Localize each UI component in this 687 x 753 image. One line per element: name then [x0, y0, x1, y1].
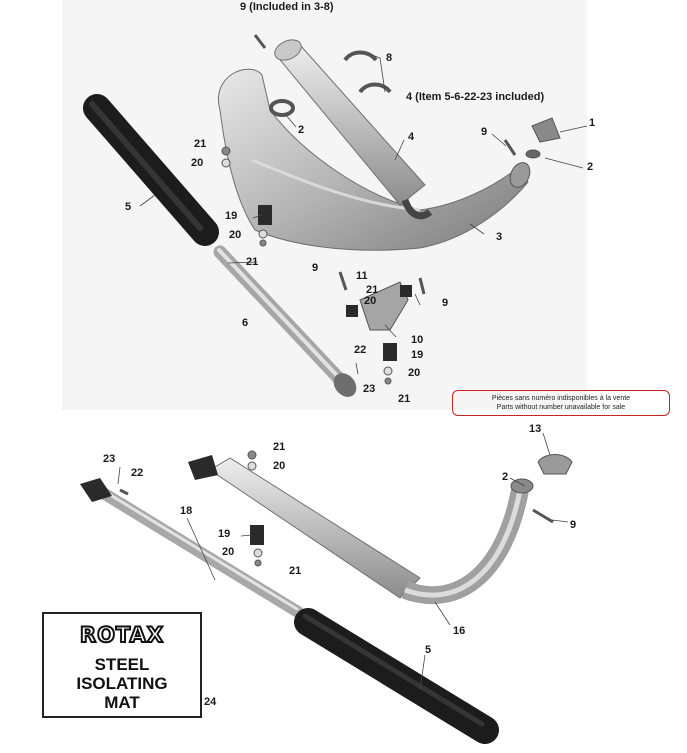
mat-line-2: ISOLATING — [76, 674, 168, 693]
callout-9-top: 9 (Included in 3-8) — [240, 1, 334, 13]
callout-19-b: 19 — [411, 349, 424, 361]
callout-24: 24 — [204, 696, 217, 708]
callout-9-a: 9 — [481, 126, 488, 138]
callout-20-c: 20 — [364, 295, 377, 307]
small-parts-upper — [221, 34, 561, 385]
callout-9-b: 9 — [312, 262, 319, 274]
callout-20-d: 20 — [408, 367, 421, 379]
callout-21-c: 21 — [366, 284, 379, 296]
unavailable-parts-note: Pièces sans numéro indisponibles à la ve… — [452, 390, 670, 416]
callout-8: 8 — [386, 52, 393, 64]
part-18-tailpipe-lower — [80, 478, 304, 618]
callout-2-b: 2 — [587, 161, 594, 173]
callout-21-d: 21 — [398, 393, 411, 405]
part-5-sleeve-upper — [83, 94, 219, 246]
callout-5-a: 5 — [125, 201, 132, 213]
callout-4-note: 4 (Item 5-6-22-23 included) — [406, 91, 545, 103]
part-24-isolating-mat-label: ROTAX STEEL ISOLATING MAT — [42, 612, 202, 718]
callout-5-b: 5 — [425, 644, 432, 656]
callout-2-a: 2 — [298, 124, 305, 136]
callout-2-c: 2 — [502, 471, 509, 483]
callout-20-f: 20 — [222, 546, 235, 558]
part-4-silencer-upper — [274, 39, 433, 220]
part-3-expansion-chamber — [217, 68, 531, 251]
callout-16: 16 — [453, 625, 466, 637]
callout-21-a: 21 — [194, 138, 207, 150]
callout-9-c: 9 — [442, 297, 449, 309]
callout-21-f: 21 — [289, 565, 302, 577]
callout-11: 11 — [356, 270, 368, 282]
callout-13: 13 — [529, 423, 542, 435]
callout-20-e: 20 — [273, 460, 286, 472]
callout-23-a: 23 — [363, 383, 376, 395]
callout-19-a: 19 — [225, 210, 238, 222]
callout-20-b: 20 — [229, 229, 242, 241]
leader-lines — [117, 54, 588, 691]
callout-20-a: 20 — [191, 157, 204, 169]
callout-10: 10 — [411, 334, 424, 346]
small-parts-lower — [119, 450, 573, 567]
callout-22-a: 22 — [354, 344, 367, 356]
note-french: Pièces sans numéro indisponibles à la ve… — [491, 395, 631, 402]
callout-4: 4 — [408, 131, 415, 143]
part-6-tailpipe-upper — [213, 245, 357, 397]
part-5-sleeve-lower — [294, 608, 499, 744]
part-16-silencer-lower — [188, 455, 534, 604]
callout-9-d: 9 — [570, 519, 577, 531]
callout-19-c: 19 — [218, 528, 231, 540]
mat-line-1: STEEL — [94, 655, 150, 674]
callout-3: 3 — [496, 231, 503, 243]
callout-1: 1 — [589, 117, 596, 129]
rotax-logo: ROTAX — [79, 623, 165, 647]
callout-21-e: 21 — [273, 441, 286, 453]
callout-22-b: 22 — [131, 467, 144, 479]
callout-6: 6 — [242, 317, 249, 329]
callout-23-b: 23 — [103, 453, 116, 465]
note-english: Parts without number unavailable for sal… — [496, 404, 626, 411]
callout-21-b: 21 — [246, 256, 259, 268]
mat-line-3: MAT — [104, 693, 140, 712]
callout-18: 18 — [180, 505, 193, 517]
